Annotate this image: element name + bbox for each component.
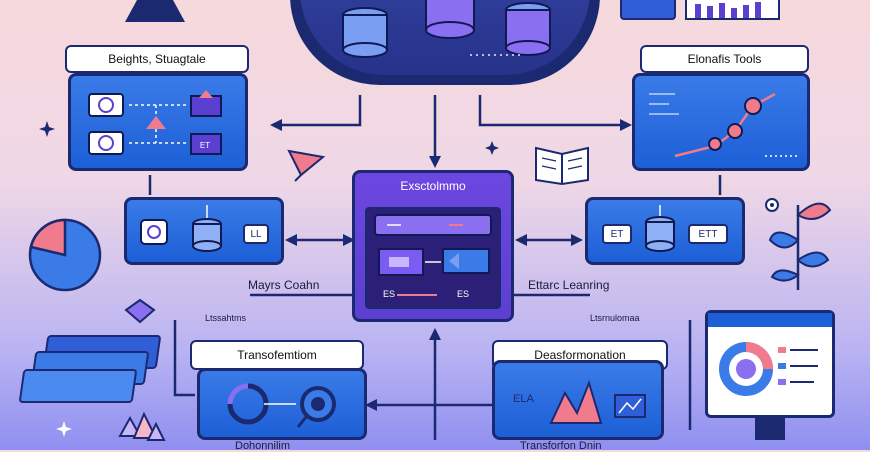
database-cluster-icon — [342, 0, 551, 58]
process-flow-icon — [374, 214, 492, 296]
top-right-title-label: Elonafis Tools — [640, 45, 809, 73]
center-inner-screen: ES ES — [365, 207, 501, 309]
target-circle-icon — [227, 383, 336, 428]
small-left-tag: Ltssahtms — [205, 313, 247, 323]
bottom-right-chip: ELA — [513, 393, 534, 405]
database-cloud — [290, 0, 600, 85]
top-left-title-label: Beights, Stuagtale — [65, 45, 249, 73]
pie-chart-icon — [28, 218, 102, 292]
sparkle-icon — [39, 121, 55, 137]
center-footer-right: ES — [457, 289, 470, 299]
bottom-right-footer: Transforfon Dnin — [520, 440, 602, 452]
area-chart-icon — [549, 379, 646, 424]
bottom-left-title-label: Transofemtiom — [190, 340, 364, 370]
gem-icon — [124, 298, 156, 324]
line-chart-icon — [649, 92, 800, 158]
bottom-left-panel[interactable] — [197, 368, 367, 440]
mid-right-chip-b: ETT — [688, 224, 728, 244]
mid-left-chip: LL — [243, 224, 269, 244]
crystal-cluster-icon — [118, 411, 166, 441]
database-icon-right — [645, 205, 675, 252]
top-left-chip: ET — [199, 140, 211, 150]
monitor-stand-icon — [125, 0, 185, 22]
bottom-right-panel[interactable]: ELA — [492, 360, 664, 440]
sparkle-icon-2 — [56, 421, 72, 437]
sparkle-icon-3 — [485, 141, 499, 155]
monitor-base — [755, 418, 785, 440]
center-title: Exsctolmmo — [400, 179, 466, 193]
donut-chart-icon — [719, 342, 818, 396]
gear-icon — [765, 198, 779, 212]
bottom-left-footer: Dohonnilim — [235, 440, 291, 452]
bar-chart-icon — [685, 0, 780, 20]
pen-tool-icon — [287, 149, 326, 182]
center-footer-left: ES — [383, 289, 396, 299]
small-right-tag: Ltsrnulomaa — [590, 313, 640, 323]
stacked-cards-icon — [15, 335, 162, 405]
book-icon — [535, 146, 589, 186]
database-icon — [140, 205, 222, 252]
monitor-dashboard — [705, 310, 835, 418]
tablet-icon — [620, 0, 676, 20]
mid-right-caption: Ettarc Leanring — [528, 278, 610, 292]
center-panel[interactable]: Exsctolmmo ES ES — [352, 170, 514, 322]
mid-right-panel[interactable]: ET ETT — [585, 197, 745, 265]
plant-icon — [768, 202, 832, 290]
flow-diagram-icon — [88, 90, 222, 155]
top-left-panel[interactable]: ET — [68, 73, 248, 171]
mid-right-chip-a: ET — [602, 224, 632, 244]
mid-left-caption: Mayrs Coahn — [248, 278, 320, 292]
mid-left-panel[interactable]: LL — [124, 197, 284, 265]
top-right-panel[interactable] — [632, 73, 810, 171]
